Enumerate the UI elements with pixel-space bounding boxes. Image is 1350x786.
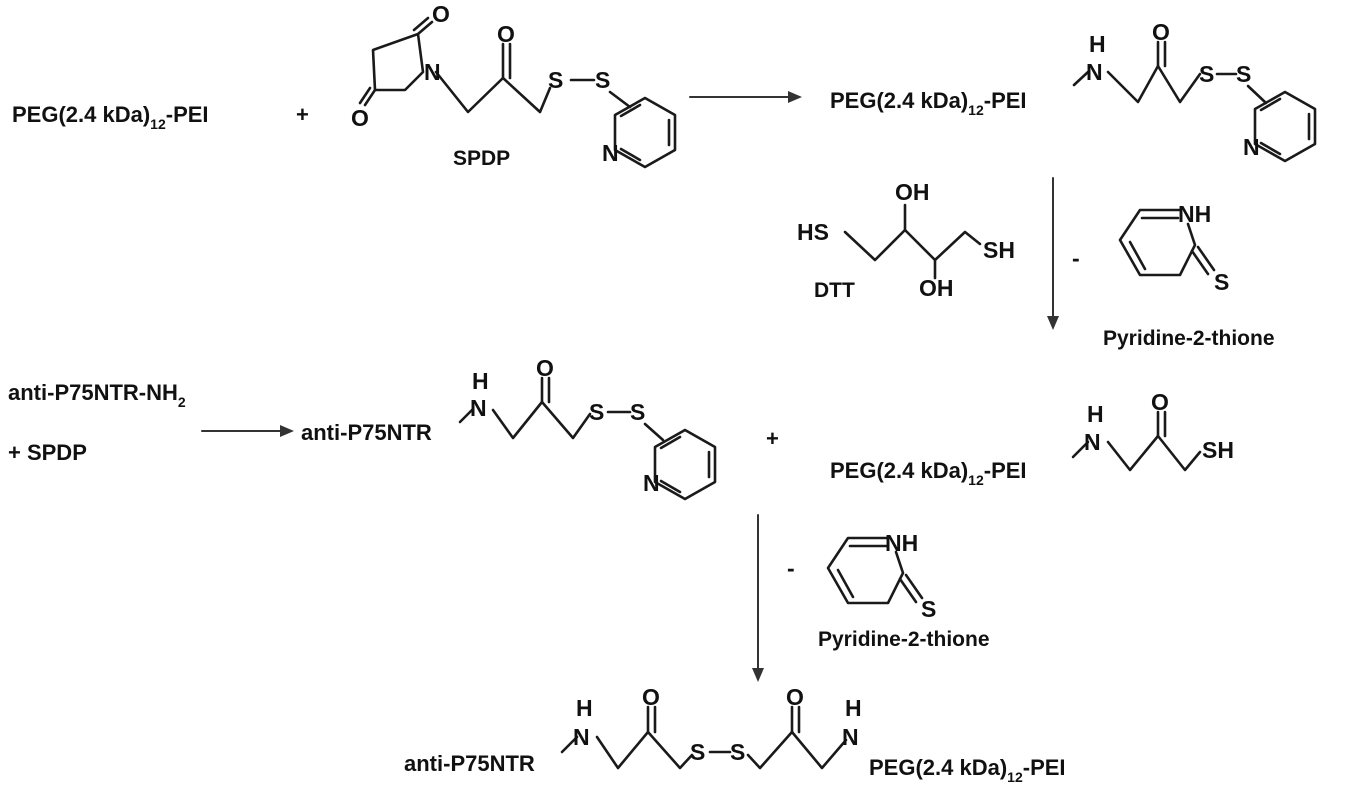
spdp-structure (358, 16, 677, 169)
peg-pei-thiol: PEG(2.4 kDa)12-PEI (830, 458, 1027, 488)
atom-n: N (1086, 59, 1103, 85)
final-antibody-label: anti-P75NTR (404, 751, 535, 776)
atom-o: O (642, 684, 660, 710)
peg-pei-reactant: PEG(2.4 kDa)12-PEI (12, 102, 209, 132)
atom-o: O (497, 21, 515, 47)
atom-s: S (1199, 61, 1214, 87)
atom-s: S (921, 596, 936, 622)
antibody-label: anti-P75NTR (301, 420, 432, 445)
atom-n: N (424, 59, 441, 85)
antibody-spdp-linker (458, 376, 717, 501)
atom-s: S (630, 399, 645, 425)
atom-o: O (1152, 19, 1170, 45)
atom-o: O (351, 105, 369, 131)
atom-h: H (472, 368, 489, 394)
atom-sh: SH (1202, 437, 1234, 463)
atom-oh: OH (919, 275, 954, 301)
minus-sign: - (787, 555, 795, 581)
atom-s: S (1236, 61, 1251, 87)
atom-n: N (602, 140, 619, 166)
atom-n: N (573, 724, 590, 750)
dtt-label: DTT (814, 279, 855, 302)
atom-s: S (589, 399, 604, 425)
pyridine-2-thione-label: Pyridine-2-thione (1103, 327, 1275, 350)
atom-s: S (595, 67, 610, 93)
atom-h: H (576, 695, 593, 721)
atom-hs: HS (797, 219, 829, 245)
product1-linker (1072, 40, 1317, 163)
plus-sign: + (766, 426, 779, 451)
atom-n: N (842, 724, 859, 750)
atom-n: N (1243, 134, 1260, 160)
atom-n: N (643, 470, 660, 496)
final-conjugate-linker (560, 705, 848, 770)
atom-n: N (1084, 429, 1101, 455)
pyridine-2-thione-label: Pyridine-2-thione (818, 628, 990, 651)
antibody-amine-reactant: anti-P75NTR-NH2 (8, 380, 186, 410)
plus-spdp: + SPDP (8, 440, 87, 465)
atom-h: H (1087, 401, 1104, 427)
atom-o: O (432, 1, 450, 27)
atom-h: H (1089, 31, 1106, 57)
final-peg-pei-label: PEG(2.4 kDa)12-PEI (869, 755, 1066, 785)
atom-s: S (548, 67, 563, 93)
atom-sh: SH (983, 237, 1015, 263)
atom-h: H (845, 695, 862, 721)
atom-o: O (786, 684, 804, 710)
minus-sign: - (1072, 245, 1080, 271)
peg-pei-spdp-product: PEG(2.4 kDa)12-PEI (830, 88, 1027, 118)
atom-nh: NH (885, 530, 918, 556)
atom-s: S (730, 739, 745, 765)
thiol-linker (1071, 410, 1202, 472)
atom-o: O (536, 355, 554, 381)
spdp-label: SPDP (453, 147, 510, 170)
atom-oh: OH (895, 179, 930, 205)
atom-nh: NH (1178, 201, 1211, 227)
dtt-structure (843, 203, 982, 280)
atom-n: N (470, 395, 487, 421)
plus-sign: + (296, 102, 309, 127)
atom-o: O (1151, 389, 1169, 415)
atom-s: S (1214, 269, 1229, 295)
atom-s: S (690, 739, 705, 765)
